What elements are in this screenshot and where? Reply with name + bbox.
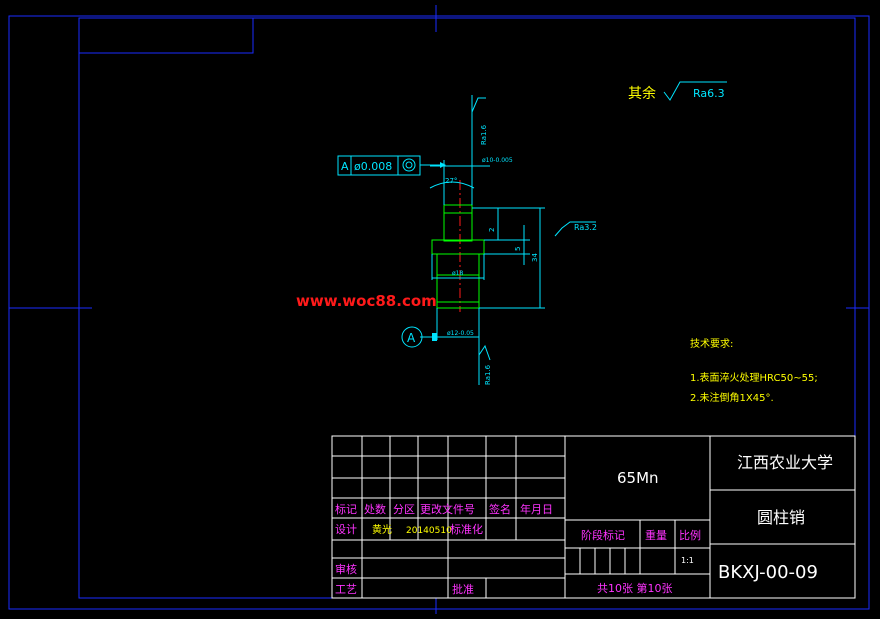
dimension-lines xyxy=(420,95,545,385)
tb-review-label: 审核 xyxy=(335,562,357,576)
top-rough-symbol xyxy=(471,97,486,113)
part-drawing: Ra1.6 Ra1.6 Ra3.2 ø10-0.005 27° 2 5 34 ø… xyxy=(296,95,597,385)
tb-designer: 黄光 xyxy=(372,523,392,536)
dim-total-height-text: 34 xyxy=(531,253,539,262)
tech-item-2: 2.未注倒角1X45°. xyxy=(690,391,774,404)
dim-small-height-text: 2 xyxy=(488,228,496,232)
watermark: www.woc88.com xyxy=(296,292,437,310)
datum-label: A xyxy=(407,331,416,345)
tb-part-name: 圆柱销 xyxy=(757,508,805,527)
tolerance-datum: A xyxy=(341,160,349,173)
collar xyxy=(431,239,485,255)
tb-design-label: 设计 xyxy=(335,523,357,536)
tolerance-arrow xyxy=(440,162,446,168)
tb-header-sign: 签名 xyxy=(489,502,511,516)
tech-title: 技术要求: xyxy=(690,337,733,350)
tb-drawing-no: BKXJ-00-09 xyxy=(718,562,818,583)
tolerance-frame: A ø0.008 xyxy=(337,155,446,176)
tb-approve-label: 批准 xyxy=(452,582,474,596)
corner-box xyxy=(78,17,254,54)
datum-marker: A xyxy=(401,326,437,348)
tb-header-zone: 分区 xyxy=(393,503,415,516)
tb-weight-label: 重量 xyxy=(645,528,667,542)
tb-sheets: 共10张 第10张 xyxy=(597,581,673,595)
tb-header-count: 处数 xyxy=(364,503,386,516)
title-block-border xyxy=(331,435,856,599)
drawing-frame xyxy=(8,5,870,614)
side-rough-symbol xyxy=(554,221,596,237)
tech-item-1: 1.表面淬火处理HRC50~55; xyxy=(690,371,818,384)
tb-school: 江西农业大学 xyxy=(737,453,833,472)
tb-header-changedoc: 更改文件号 xyxy=(420,502,475,516)
dim-mid-height-text: 5 xyxy=(514,247,522,251)
roughness-symbol xyxy=(663,81,727,101)
title-block-text: 标记 处数 分区 更改文件号 签名 年月日 设计 黄光 20140510 标准化… xyxy=(335,453,833,596)
pin-top xyxy=(443,204,473,242)
tb-date: 20140510 xyxy=(406,526,452,536)
side-rough-value: Ra3.2 xyxy=(574,223,597,232)
bottom-rough-value: Ra1.6 xyxy=(484,364,492,385)
top-rough-value: Ra1.6 xyxy=(480,124,488,145)
roughness-prefix: 其余 xyxy=(628,85,656,102)
concentricity-outer-icon xyxy=(402,158,416,172)
tech-requirements: 技术要求: 1.表面淬火处理HRC50~55; 2.未注倒角1X45°. xyxy=(690,337,818,404)
title-block xyxy=(331,435,856,599)
roughness-value: Ra6.3 xyxy=(693,87,725,100)
dim-bottom-dia-text: ø12-0.05 xyxy=(447,330,474,337)
tolerance-value: ø0.008 xyxy=(354,160,392,173)
tb-standard-label: 标准化 xyxy=(450,522,483,536)
tb-material: 65Mn xyxy=(617,469,659,487)
dim-collar-dia-text: ø18 xyxy=(452,270,463,277)
dim-angle-text: 27° xyxy=(445,177,457,185)
tb-stage-label: 阶段标记 xyxy=(581,528,625,542)
outer-border xyxy=(8,15,870,610)
tb-scale-label: 比例 xyxy=(679,528,701,542)
tb-header-date: 年月日 xyxy=(520,502,553,516)
tb-scale-value: 1:1 xyxy=(681,556,694,565)
bottom-rough-symbol xyxy=(478,344,491,361)
dim-angle-arc xyxy=(429,181,475,189)
tb-process-label: 工艺 xyxy=(335,583,357,596)
tb-header-mark: 标记 xyxy=(335,502,357,516)
dim-top-dia-text: ø10-0.005 xyxy=(482,157,513,164)
datum-triangle-icon xyxy=(432,333,437,341)
roughness-note: 其余 Ra6.3 xyxy=(628,81,727,102)
concentricity-inner-icon xyxy=(405,161,413,169)
pin-bottom xyxy=(436,253,480,309)
